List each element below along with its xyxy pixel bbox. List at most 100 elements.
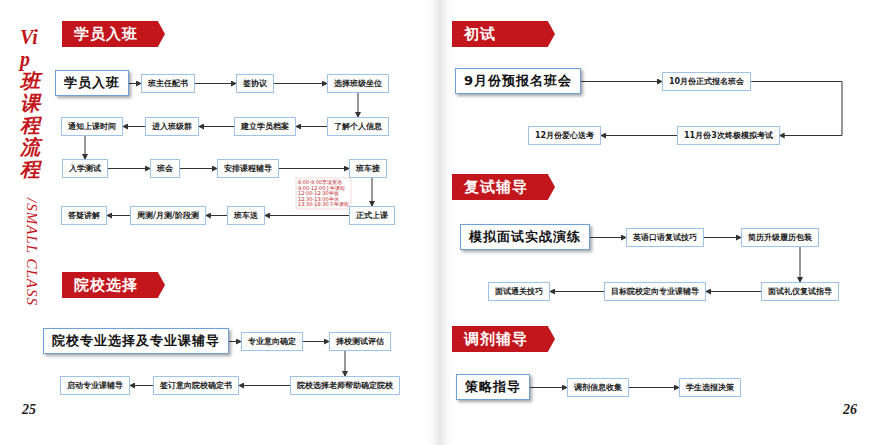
process-box: 面试通关技巧 — [488, 282, 550, 301]
vertical-title: Vip班课程流程 — [20, 26, 40, 180]
flow-arrow — [345, 351, 346, 376]
node-text: 签订意向院校确定书 — [160, 380, 232, 391]
schedule-panel — [296, 178, 351, 209]
node-text: 正式上课 — [356, 210, 388, 221]
node-text: 专业意向确定 — [248, 336, 296, 347]
node-text: 复试辅导 — [464, 174, 555, 200]
flow-arrow — [107, 215, 130, 216]
flow-arrow — [206, 215, 227, 216]
node-text: 院校专业选择及专业课辅导 — [52, 332, 220, 350]
process-box: 专业意向确定 — [241, 332, 303, 351]
process-box: 班会 — [150, 159, 180, 178]
process-box: 班车送 — [227, 206, 265, 225]
main-step-box: 9月份预报名班会 — [455, 68, 581, 94]
vertical-subtitle: /SMALL CLASS — [23, 198, 40, 306]
flow-arrow — [108, 168, 150, 169]
process-box: 11月份3次终极模拟考试 — [677, 126, 780, 145]
node-text: 通知上课时间 — [68, 121, 116, 132]
node-text: 进入班级群 — [152, 121, 192, 132]
node-text: 模拟面试实战演练 — [469, 228, 581, 246]
flow-arrow — [800, 247, 801, 282]
node-text: 院校选择老师帮助确定院校 — [297, 380, 393, 391]
flow-arrow — [85, 136, 86, 159]
section-banner: 院校选择 — [62, 272, 165, 298]
flow-arrow — [274, 83, 327, 84]
node-text: 面试礼仪复试指导 — [768, 286, 832, 297]
node-text: 院校选择 — [74, 272, 165, 298]
node-text: 签协议 — [243, 78, 267, 89]
flow-arrow — [550, 291, 604, 292]
node-text: 12月份爱心送考 — [535, 130, 594, 141]
process-box: 简历升级履历包装 — [741, 228, 819, 247]
process-box: 班车接 — [349, 159, 387, 178]
node-text: 启动专业课辅导 — [67, 380, 123, 391]
node-text: 9月份预报名班会 — [464, 72, 572, 90]
node-text: 面试通关技巧 — [495, 286, 543, 297]
node-text: 调剂辅导 — [464, 326, 555, 352]
flow-arrow — [601, 135, 677, 136]
flow-arrow — [358, 93, 359, 117]
flow-arrow — [229, 341, 241, 342]
section-banner: 调剂辅导 — [452, 326, 555, 352]
node-text: 11月份3次终极模拟考试 — [684, 130, 773, 141]
node-text: 班主任配书 — [148, 78, 188, 89]
node-text: 调剂信息收集 — [574, 382, 622, 393]
main-step-box: 院校专业选择及专业课辅导 — [43, 328, 229, 354]
process-box: 签订意向院校确定书 — [153, 376, 239, 395]
flow-arrow — [530, 387, 567, 388]
node-text: 了解个人信息 — [334, 121, 382, 132]
node-text: 入学测试 — [69, 163, 101, 174]
node-text: 选择班级坐位 — [334, 78, 382, 89]
flow-arrow — [629, 387, 679, 388]
node-text: 答疑讲解 — [68, 210, 100, 221]
node-text: 周测/月测/阶段测 — [137, 210, 199, 221]
process-box: 学生选报决策 — [679, 378, 741, 397]
process-box: 入学测试 — [62, 159, 108, 178]
node-text: 学生选报决策 — [686, 382, 734, 393]
node-text: 学员入班 — [64, 74, 120, 92]
flow-arrow — [123, 126, 145, 127]
process-box: 启动专业课辅导 — [60, 376, 130, 395]
node-text: 学员入班 — [74, 21, 165, 47]
flow-arrow — [180, 168, 217, 169]
node-text: 目标院校定向专业课辅导 — [611, 286, 699, 297]
flow-arrow — [372, 178, 373, 206]
flow-arrow — [706, 291, 761, 292]
flow-arrow — [296, 126, 327, 127]
process-box: 正式上课 — [349, 206, 395, 225]
section-banner: 初试 — [452, 21, 555, 47]
process-box: 通知上课时间 — [61, 117, 123, 136]
flow-arrow — [279, 168, 349, 169]
node-text: 建立学员档案 — [241, 121, 289, 132]
main-step-box: 学员入班 — [55, 70, 129, 96]
process-box: 进入班级群 — [145, 117, 199, 136]
process-box: 答疑讲解 — [61, 206, 107, 225]
flow-arrow — [581, 81, 662, 82]
page-fold — [425, 0, 455, 445]
page-number: 26 — [843, 402, 857, 418]
node-text: 班车送 — [234, 210, 258, 221]
process-box: 签协议 — [236, 74, 274, 93]
flow-arrow — [239, 385, 290, 386]
process-box: 选择班级坐位 — [327, 74, 389, 93]
node-text: 10月份正式报名班会 — [669, 76, 744, 87]
flow-arrow — [704, 237, 741, 238]
process-box: 面试礼仪复试指导 — [761, 282, 839, 301]
node-text: 择校测试评估 — [336, 336, 384, 347]
node-text: 班车接 — [356, 163, 380, 174]
node-text: 英语口语复试技巧 — [633, 232, 697, 243]
process-box: 12月份爱心送考 — [528, 126, 601, 145]
flow-arrow — [129, 83, 141, 84]
process-box: 班主任配书 — [141, 74, 195, 93]
page-number: 25 — [22, 402, 36, 418]
node-text: 初试 — [464, 21, 555, 47]
process-box: 了解个人信息 — [327, 117, 389, 136]
node-text: 安排课程辅导 — [224, 163, 272, 174]
flow-arrow — [195, 83, 236, 84]
process-box: 目标院校定向专业课辅导 — [604, 282, 706, 301]
flow-arrow — [199, 126, 234, 127]
flow-arrow — [130, 385, 153, 386]
process-box: 安排课程辅导 — [217, 159, 279, 178]
process-box: 英语口语复试技巧 — [626, 228, 704, 247]
